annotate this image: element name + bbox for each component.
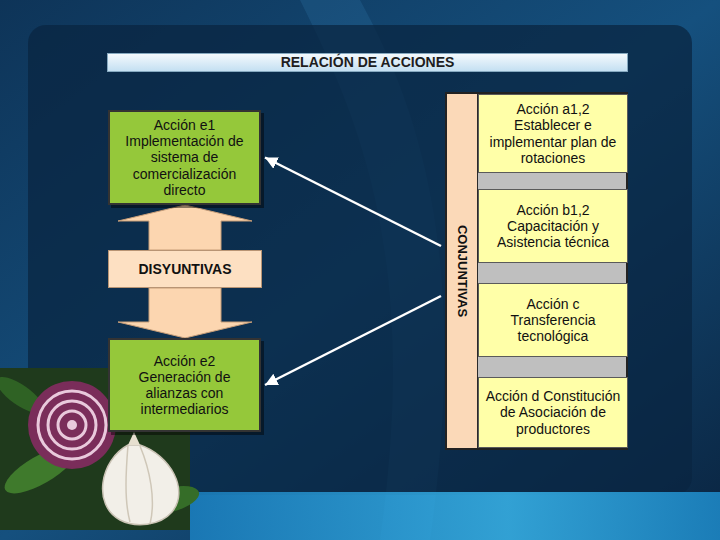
arrow-connector bbox=[265, 158, 441, 247]
action-box: Acción a1,2 Establecer e implementar pla… bbox=[478, 94, 628, 173]
node-text: DISYUNTIVAS bbox=[138, 261, 231, 277]
onion-ring bbox=[48, 401, 96, 449]
group-label-box: DISYUNTIVAS bbox=[108, 250, 262, 288]
action-box: Acción d Constitución de Asociación de p… bbox=[478, 377, 628, 448]
vertical-label: CONJUNTIVAS bbox=[455, 225, 470, 317]
action-box: Acción e2 Generación de alianzas con int… bbox=[108, 338, 261, 432]
garlic-clove-line bbox=[126, 445, 152, 524]
node-text: Acción e1 Implementación de sistema de c… bbox=[116, 117, 253, 197]
group-panel: CONJUNTIVAS Acción a1,2 Establecer e impl… bbox=[445, 92, 628, 450]
onion-ring bbox=[67, 420, 77, 430]
garlic-shape bbox=[103, 445, 179, 525]
onion-ring bbox=[38, 391, 106, 459]
onion-ring bbox=[58, 411, 86, 439]
action-box: Acción e1 Implementación de sistema de c… bbox=[108, 110, 261, 205]
node-text: Acción d Constitución de Asociación de p… bbox=[485, 388, 621, 436]
title-text: RELACIÓN DE ACCIONES bbox=[108, 54, 627, 71]
title-bar: RELACIÓN DE ACCIONES bbox=[107, 53, 628, 72]
arrow-connector bbox=[265, 296, 441, 385]
onion-shape bbox=[28, 381, 116, 469]
node-text: Acción a1,2 Establecer e implementar pla… bbox=[485, 101, 621, 165]
bottom-band bbox=[190, 492, 720, 540]
node-text: Acción b1,2 Capacitación y Asistencia té… bbox=[485, 202, 621, 250]
action-box: Acción c Transferencia tecnológica bbox=[478, 283, 628, 357]
block-arrow bbox=[118, 205, 252, 250]
garlic-tip bbox=[128, 432, 140, 445]
action-box: Acción b1,2 Capacitación y Asistencia té… bbox=[478, 189, 628, 263]
node-text: Acción c Transferencia tecnológica bbox=[485, 296, 621, 344]
node-text: Acción e2 Generación de alianzas con int… bbox=[116, 353, 253, 417]
block-arrow bbox=[118, 288, 252, 338]
dark-panel bbox=[28, 25, 692, 495]
